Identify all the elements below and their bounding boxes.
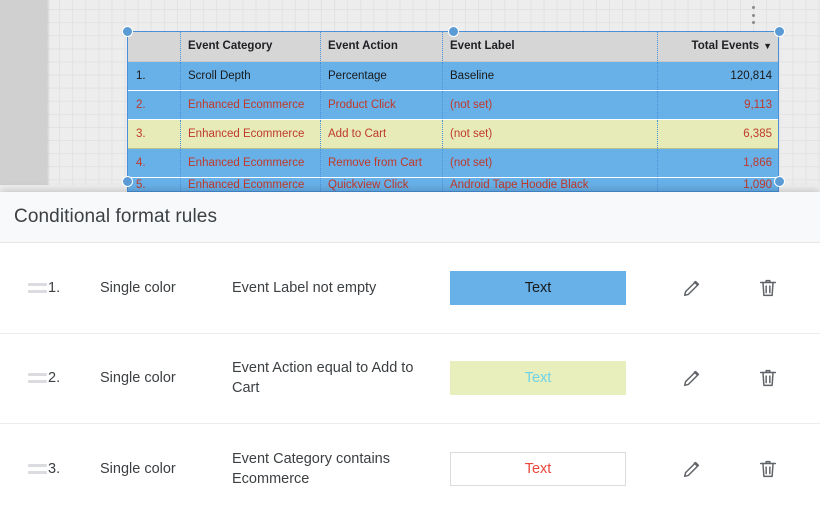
dot bbox=[751, 21, 755, 24]
cell-index: 2. bbox=[128, 90, 180, 120]
resize-handle-bottom-right[interactable] bbox=[774, 176, 785, 187]
table-row[interactable]: 3. Enhanced Ecommerce Add to Cart (not s… bbox=[128, 118, 778, 149]
events-table: Event Category Event Action Event Label … bbox=[128, 32, 778, 191]
table-header: Event Category Event Action Event Label … bbox=[128, 32, 778, 62]
cell-index: 3. bbox=[128, 118, 180, 149]
resize-handle-top-right[interactable] bbox=[774, 26, 785, 37]
drag-handle-icon[interactable] bbox=[14, 464, 48, 475]
drag-bar bbox=[28, 289, 47, 293]
drag-bar bbox=[28, 471, 47, 475]
rule-number: 1. bbox=[48, 279, 61, 296]
dot bbox=[751, 13, 755, 17]
cell-event-category: Enhanced Ecommerce bbox=[180, 148, 320, 178]
cell-index: 5. bbox=[128, 177, 180, 191]
cell-event-label: Baseline bbox=[442, 61, 657, 91]
cell-event-action: Quickview Click bbox=[320, 177, 442, 191]
cell-index: 4. bbox=[128, 148, 180, 178]
drag-bar bbox=[28, 373, 47, 377]
pencil-icon[interactable] bbox=[677, 363, 707, 393]
resize-handle-bottom-left[interactable] bbox=[122, 176, 133, 187]
cell-event-label: (not set) bbox=[442, 148, 657, 178]
sort-descending-icon[interactable]: ▼ bbox=[763, 41, 772, 52]
rule-condition: Event Action equal to Add to Cart bbox=[232, 360, 414, 397]
rule-condition: Event Category contains Ecommerce bbox=[232, 451, 390, 488]
table-body: 1. Scroll Depth Percentage Baseline 120,… bbox=[128, 61, 778, 191]
drag-handle-icon[interactable] bbox=[14, 373, 48, 384]
drag-bar bbox=[28, 380, 47, 384]
drag-handle-icon[interactable] bbox=[14, 282, 48, 293]
cell-event-category: Enhanced Ecommerce bbox=[180, 90, 320, 120]
cell-event-action: Percentage bbox=[320, 61, 442, 91]
drag-bar bbox=[28, 282, 47, 286]
trash-icon[interactable] bbox=[753, 454, 783, 484]
rule-number: 2. bbox=[48, 370, 61, 387]
cell-event-action: Product Click bbox=[320, 90, 442, 120]
table-row[interactable]: 5. Enhanced Ecommerce Quickview Click An… bbox=[128, 177, 778, 191]
column-header-event-label[interactable]: Event Label bbox=[442, 32, 657, 62]
dot bbox=[751, 6, 755, 9]
table-row[interactable]: 1. Scroll Depth Percentage Baseline 120,… bbox=[128, 61, 778, 91]
cell-event-action: Remove from Cart bbox=[320, 148, 442, 178]
rail-shadow bbox=[47, 0, 50, 192]
cell-event-label: (not set) bbox=[442, 118, 657, 149]
column-header-event-action[interactable]: Event Action bbox=[320, 32, 442, 62]
cell-total-events: 6,385 bbox=[657, 118, 778, 149]
left-rail-panel bbox=[0, 0, 47, 192]
rule-condition: Event Label not empty bbox=[232, 279, 377, 296]
cell-event-label: (not set) bbox=[442, 90, 657, 120]
table-widget[interactable]: Event Category Event Action Event Label … bbox=[127, 31, 779, 192]
dialog-header: Conditional format rules bbox=[0, 192, 820, 243]
trash-icon[interactable] bbox=[753, 273, 783, 303]
pencil-icon[interactable] bbox=[677, 273, 707, 303]
pencil-icon[interactable] bbox=[677, 454, 707, 484]
cell-event-label: Android Tape Hoodie Black bbox=[442, 177, 657, 191]
cell-index: 1. bbox=[128, 61, 180, 91]
cell-event-category: Enhanced Ecommerce bbox=[180, 118, 320, 149]
drag-bar bbox=[28, 464, 47, 468]
table-row[interactable]: 4. Enhanced Ecommerce Remove from Cart (… bbox=[128, 148, 778, 178]
cell-event-category: Enhanced Ecommerce bbox=[180, 177, 320, 191]
table-row[interactable]: 2. Enhanced Ecommerce Product Click (not… bbox=[128, 90, 778, 120]
rule-actions bbox=[626, 454, 806, 484]
dialog-title: Conditional format rules bbox=[14, 206, 218, 227]
column-header-total-events[interactable]: Total Events▼ bbox=[657, 32, 778, 62]
column-header-event-category[interactable]: Event Category bbox=[180, 32, 320, 62]
column-header-index[interactable] bbox=[128, 32, 180, 62]
column-header-total-events-label: Total Events bbox=[691, 40, 760, 53]
rule-preview-swatch: Text bbox=[450, 270, 626, 305]
rule-type: Single color bbox=[100, 370, 176, 387]
rule-type: Single color bbox=[100, 279, 176, 296]
resize-handle-top-left[interactable] bbox=[122, 26, 133, 37]
rule-actions bbox=[626, 273, 806, 303]
cell-total-events: 9,113 bbox=[657, 90, 778, 120]
rule-preview-swatch: Text bbox=[450, 361, 626, 396]
rule-row[interactable]: 1. Single color Event Label not empty Te… bbox=[0, 243, 820, 334]
cell-event-category: Scroll Depth bbox=[180, 61, 320, 91]
rule-row[interactable]: 3. Single color Event Category contains … bbox=[0, 424, 820, 515]
cell-event-action: Add to Cart bbox=[320, 118, 442, 149]
rule-actions bbox=[626, 363, 806, 393]
trash-icon[interactable] bbox=[753, 363, 783, 393]
rule-preview-swatch: Text bbox=[450, 452, 626, 487]
rule-number: 3. bbox=[48, 461, 61, 478]
table-header-row: Event Category Event Action Event Label … bbox=[128, 32, 778, 62]
rule-type: Single color bbox=[100, 461, 176, 478]
cell-total-events: 1,866 bbox=[657, 148, 778, 178]
cell-total-events: 1,090 bbox=[657, 177, 778, 191]
resize-handle-top-middle[interactable] bbox=[448, 26, 459, 37]
more-vert-icon[interactable] bbox=[746, 4, 760, 26]
conditional-format-rules-dialog: Conditional format rules 1. Single color… bbox=[0, 192, 820, 524]
rules-list: 1. Single color Event Label not empty Te… bbox=[0, 243, 820, 515]
cell-total-events: 120,814 bbox=[657, 61, 778, 91]
rule-row[interactable]: 2. Single color Event Action equal to Ad… bbox=[0, 334, 820, 424]
